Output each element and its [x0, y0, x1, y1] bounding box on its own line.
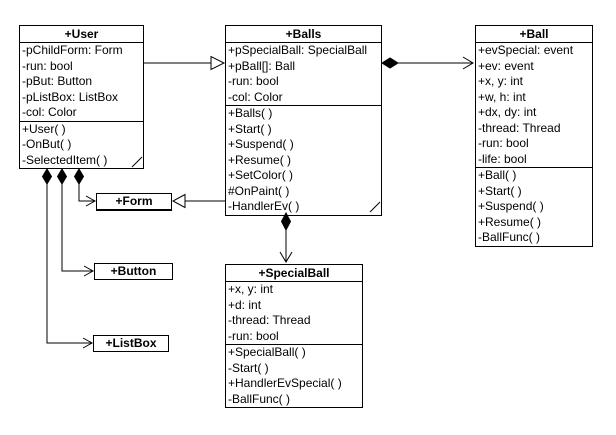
attribute-row: -run: bool — [228, 74, 279, 88]
method-row: +Balls( ) — [228, 106, 273, 120]
method-row: -BallFunc( ) — [478, 230, 541, 244]
method-row: +SetColor( ) — [228, 168, 294, 182]
method-row: -HandlerEv( ) — [228, 199, 300, 213]
attribute-row: +w, h: int — [478, 89, 526, 104]
method-row: +Resume( ) — [478, 214, 542, 229]
class-title: +User — [20, 26, 143, 43]
class-title: +Ball — [476, 26, 592, 43]
method-row: +SpecialBall( ) — [228, 345, 306, 359]
open-arrowhead-icon — [82, 337, 94, 349]
relation-user-balls — [144, 55, 226, 71]
class-title: +ListBox — [105, 336, 157, 350]
hollow-triangle-arrow-icon — [210, 55, 226, 71]
class-specialball[interactable]: +SpecialBall +x, y: int +d: int -thread:… — [225, 264, 363, 408]
attribute-row: -run: bool — [228, 328, 279, 343]
attribute-row: -pListBox: ListBox — [22, 89, 119, 104]
attribute-row: +pSpecialBall: SpecialBall — [228, 43, 368, 57]
composition-diamond-icon — [56, 168, 68, 185]
attribute-row: +pBall[]: Ball — [228, 58, 296, 73]
method-row: +Start( ) — [478, 183, 522, 198]
class-ball[interactable]: +Ball +evSpecial: event +ev: event +x, y… — [475, 25, 593, 247]
attribute-row: +x, y: int — [478, 74, 524, 88]
methods-compartment: +Ball( ) +Start( ) +Suspend( ) +Resume( … — [476, 168, 592, 246]
relation-balls-form — [171, 193, 225, 209]
attribute-row: +d: int — [228, 297, 262, 312]
attribute-row: -pChildForm: Form — [22, 43, 123, 57]
open-arrowhead-icon — [279, 251, 293, 263]
methods-compartment: +SpecialBall( ) -Start( ) +HandlerEvSpec… — [226, 345, 362, 407]
open-arrowhead-icon — [83, 265, 95, 277]
relation-user-listbox — [41, 168, 94, 349]
attribute-row: -pBut: Button — [22, 74, 93, 88]
attribute-row: -run: bool — [478, 136, 529, 150]
attributes-compartment: +x, y: int +d: int -thread: Thread -run:… — [226, 282, 362, 345]
attribute-row: -thread: Thread — [478, 120, 561, 135]
attributes-compartment: -pChildForm: Form -run: bool -pBut: Butt… — [20, 43, 143, 122]
attribute-row: +ev: event — [478, 58, 534, 73]
method-row: +Ball( ) — [478, 168, 517, 182]
composition-diamond-icon — [41, 168, 53, 185]
class-button[interactable]: +Button — [94, 263, 173, 280]
attributes-compartment: +evSpecial: event +ev: event +x, y: int … — [476, 43, 592, 168]
attribute-row: -thread: Thread — [228, 313, 311, 327]
relation-balls-ball — [381, 56, 474, 70]
method-row: #OnPaint( ) — [228, 183, 290, 198]
open-arrowhead-icon — [462, 56, 474, 70]
class-user[interactable]: +User -pChildForm: Form -run: bool -pBut… — [19, 25, 144, 169]
attributes-compartment: +pSpecialBall: SpecialBall +pBall[]: Bal… — [226, 43, 381, 106]
relation-user-form — [73, 168, 97, 207]
method-row: -OnBut( ) — [22, 137, 72, 151]
attribute-row: -life: bool — [478, 151, 527, 166]
class-form[interactable]: +Form — [96, 193, 172, 211]
method-row: -Start( ) — [228, 360, 269, 375]
hollow-triangle-arrow-icon — [171, 193, 186, 209]
methods-compartment: +User( ) -OnBut( ) -SelectedItem( ) — [20, 122, 143, 169]
methods-compartment: +Balls( ) +Start( ) +Suspend( ) +Resume(… — [226, 106, 381, 215]
class-balls[interactable]: +Balls +pSpecialBall: SpecialBall +pBall… — [225, 25, 382, 216]
method-row: +HandlerEvSpecial( ) — [228, 376, 342, 390]
class-title: +Balls — [226, 26, 381, 43]
method-row: +Suspend( ) — [228, 137, 294, 151]
method-row: +Start( ) — [228, 121, 272, 136]
method-row: -BallFunc( ) — [228, 391, 291, 406]
class-listbox[interactable]: +ListBox — [93, 335, 169, 352]
attribute-row: -col: Color — [22, 105, 77, 119]
class-title: +SpecialBall — [226, 265, 362, 282]
attribute-row: +evSpecial: event — [478, 43, 574, 57]
attribute-row: +dx, dy: int — [478, 105, 537, 119]
relation-user-button — [56, 168, 95, 277]
relation-balls-specialball — [279, 211, 293, 263]
class-title: +Form — [115, 194, 153, 208]
open-arrowhead-icon — [85, 195, 97, 207]
method-row: +User( ) — [22, 121, 66, 136]
method-row: -SelectedItem( ) — [22, 152, 108, 167]
attribute-row: +x, y: int — [228, 282, 274, 296]
composition-diamond-icon — [381, 57, 399, 69]
class-title: +Button — [110, 264, 157, 278]
composition-diamond-icon — [280, 211, 292, 232]
method-row: +Suspend( ) — [478, 199, 544, 213]
attribute-row: -run: bool — [22, 58, 73, 73]
composition-diamond-icon — [73, 168, 85, 185]
attribute-row: -col: Color — [228, 89, 283, 104]
method-row: +Resume( ) — [228, 152, 292, 167]
